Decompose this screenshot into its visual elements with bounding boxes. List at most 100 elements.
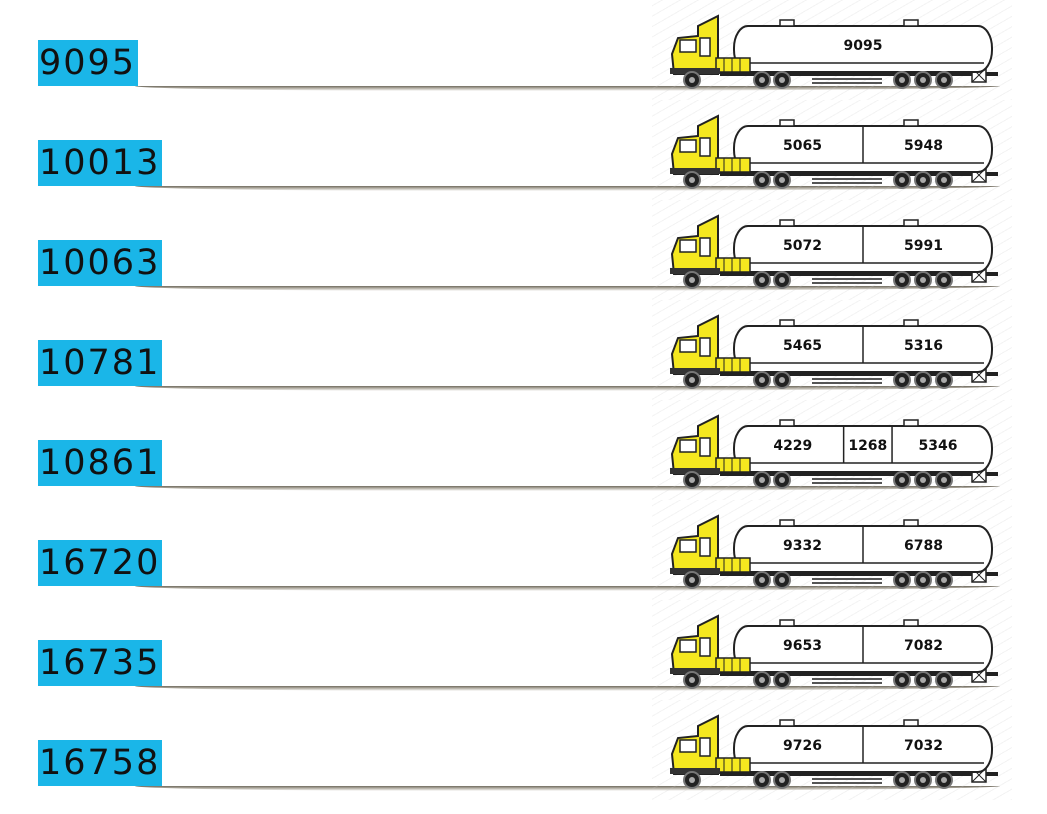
hatch-icon <box>903 519 919 527</box>
tanker-row: 10013 <box>0 100 1047 200</box>
compartment-volume-label: 5465 <box>783 338 822 354</box>
fuel-tank <box>715 257 751 273</box>
compartment-volume-label: 4229 <box>773 438 813 454</box>
fuel-tank <box>715 657 751 673</box>
compartment-volume-label: 5072 <box>783 238 822 254</box>
row-divider <box>135 386 1000 391</box>
hatch-icon <box>903 219 919 227</box>
cab-door-window <box>699 337 711 357</box>
cab-door-window <box>699 37 711 57</box>
total-volume-label: 16720 <box>38 540 163 586</box>
total-volume-label: 9095 <box>38 40 139 86</box>
wheels <box>683 471 953 489</box>
trailer-chassis <box>720 272 998 276</box>
tanker-row: 10781 <box>0 300 1047 400</box>
compartment-volume-label: 5316 <box>904 338 943 354</box>
cab-window <box>679 139 697 153</box>
row-divider <box>135 186 1000 191</box>
cab-window <box>679 239 697 253</box>
trailer-chassis <box>720 372 998 376</box>
tanker-truck: 5465 5316 <box>652 300 1012 400</box>
tanker-truck-icon <box>670 714 998 789</box>
compartment-volume-label: 9726 <box>783 738 822 754</box>
hatch-icon <box>903 319 919 327</box>
fuel-tank <box>715 57 751 73</box>
tank-body <box>733 25 993 73</box>
cab-window <box>679 439 697 453</box>
cab-door-window <box>699 637 711 657</box>
fuel-tank <box>715 457 751 473</box>
tanker-truck-icon <box>670 414 998 489</box>
tanker-truck-icon <box>670 14 998 89</box>
tanker-truck: 9095 <box>652 0 1012 100</box>
row-divider <box>135 86 1000 91</box>
cab-door-window <box>699 437 711 457</box>
row-divider <box>135 686 1000 691</box>
compartment-volume-label: 9653 <box>783 638 822 654</box>
compartment-volume-label: 5346 <box>918 438 958 454</box>
landing-gear <box>812 578 882 580</box>
compartment-volume-label: 6788 <box>904 538 943 554</box>
tank-body <box>733 425 993 473</box>
landing-gear <box>812 78 882 80</box>
cab-door-window <box>699 737 711 757</box>
tanker-truck-icon <box>670 214 998 289</box>
total-volume-label: 10013 <box>38 140 163 186</box>
tanker-truck: 5072 5991 <box>652 200 1012 300</box>
tanker-truck-icon <box>670 614 998 689</box>
hatch-icon <box>779 719 795 727</box>
tanker-truck-icon <box>670 314 998 389</box>
hatch-icon <box>779 119 795 127</box>
total-volume-label: 16735 <box>38 640 163 686</box>
hatch-icon <box>903 119 919 127</box>
tanker-truck-icon <box>670 114 998 189</box>
trailer-chassis <box>720 772 998 776</box>
total-volume-label: 10781 <box>38 340 163 386</box>
cab-door-window <box>699 137 711 157</box>
landing-gear <box>812 378 882 380</box>
trailer-chassis <box>720 72 998 76</box>
row-divider <box>135 486 1000 491</box>
cab-window <box>679 39 697 53</box>
total-volume-label: 16758 <box>38 740 163 786</box>
cab-window <box>679 539 697 553</box>
row-divider <box>135 286 1000 291</box>
trailer-chassis <box>720 472 998 476</box>
compartment-volume-label: 5991 <box>904 238 943 254</box>
total-volume-label: 10861 <box>38 440 163 486</box>
landing-gear <box>812 678 882 680</box>
tanker-row: 16720 <box>0 500 1047 600</box>
landing-gear <box>812 278 882 280</box>
fuel-tank <box>715 357 751 373</box>
trailer-chassis <box>720 572 998 576</box>
compartment-volume-label: 5948 <box>904 138 943 154</box>
landing-gear <box>812 178 882 180</box>
hatch-icon <box>779 19 795 27</box>
compartment-volume-label: 5065 <box>783 138 822 154</box>
tanker-row: 10063 <box>0 200 1047 300</box>
tanker-row: 10861 <box>0 400 1047 500</box>
fuel-tank <box>715 557 751 573</box>
hatch-icon <box>903 19 919 27</box>
hatch-icon <box>779 519 795 527</box>
cab-window <box>679 339 697 353</box>
compartment-volume-label: 1268 <box>848 438 888 454</box>
cab-window <box>679 639 697 653</box>
hatch-icon <box>903 719 919 727</box>
tanker-truck: 5065 5948 <box>652 100 1012 200</box>
landing-gear <box>812 778 882 780</box>
fuel-tank <box>715 157 751 173</box>
cab-window <box>679 739 697 753</box>
tanker-truck: 4229 1268 5346 <box>652 400 1012 500</box>
wheels <box>683 371 953 389</box>
row-divider <box>135 786 1000 791</box>
compartment-volume-label: 9332 <box>783 538 822 554</box>
landing-gear <box>812 478 882 480</box>
cab-door-window <box>699 237 711 257</box>
tanker-truck-icon <box>670 514 998 589</box>
compartment-volume-label: 9095 <box>843 38 883 54</box>
tanker-truck: 9332 6788 <box>652 500 1012 600</box>
cab-door-window <box>699 537 711 557</box>
